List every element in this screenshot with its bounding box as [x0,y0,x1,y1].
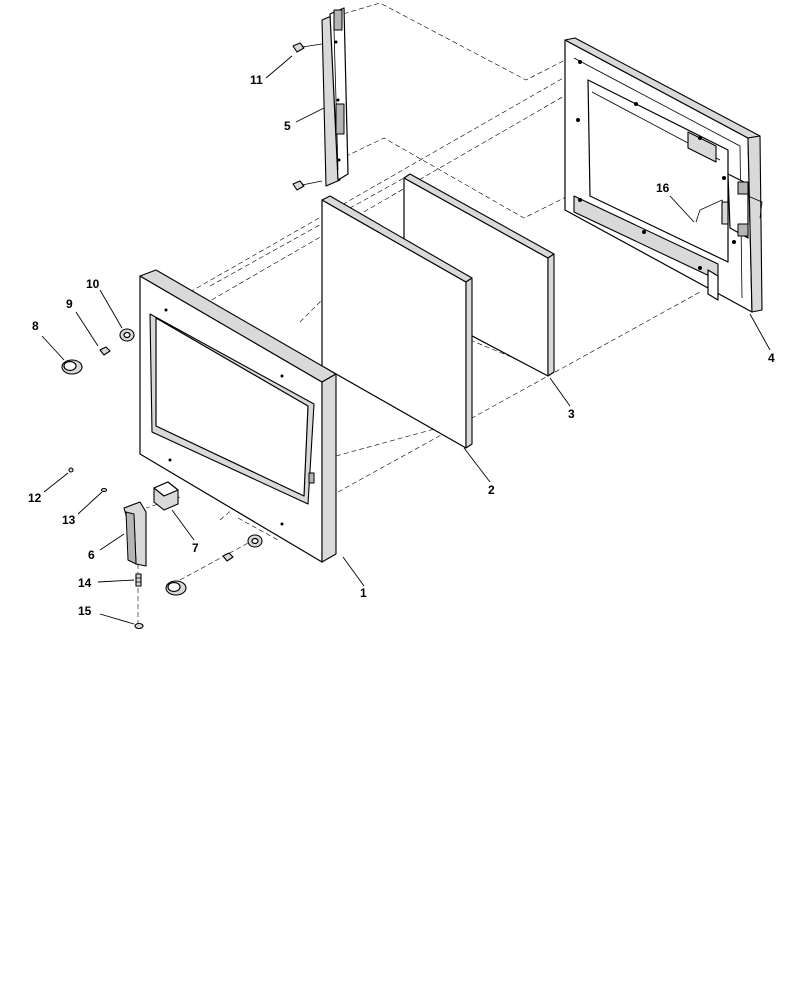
latch-block-part [153,481,179,511]
callout-15: 15 [78,604,92,618]
hinge-bracket-part [321,7,349,187]
callout-10: 10 [86,277,100,291]
callout-11: 11 [250,73,263,87]
callout-6: 6 [88,548,95,562]
nut-part [99,346,234,562]
screw-part [292,42,323,191]
callout-13: 13 [62,513,76,527]
front-panel-part [321,195,473,449]
callout-4: 4 [768,351,775,365]
rear-panel-part [403,173,555,377]
callout-labels: 1 2 3 4 5 6 7 8 9 10 11 12 13 14 15 16 [28,73,775,618]
callout-2: 2 [488,483,495,497]
knob-cap-part [61,359,187,596]
callout-1: 1 [360,586,367,600]
door-frame-part [564,37,763,313]
callout-9: 9 [66,297,73,311]
bushing-part [119,328,263,548]
latch-clip-part [695,199,729,225]
callout-5: 5 [284,119,291,133]
spring-pin-part [134,564,144,630]
callout-14: 14 [78,576,92,590]
small-screw-part [68,467,108,493]
callout-8: 8 [32,319,39,333]
callout-7: 7 [192,541,199,555]
handle-part [123,501,147,567]
callout-3: 3 [568,407,575,421]
callout-16: 16 [656,181,670,195]
leader-lines [41,55,771,625]
callout-12: 12 [28,491,42,505]
outer-door-part [139,269,337,563]
